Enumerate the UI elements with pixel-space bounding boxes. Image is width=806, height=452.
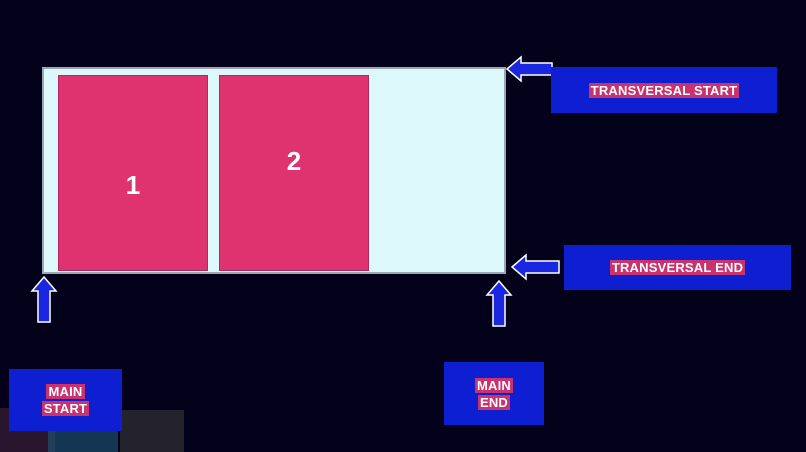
flex-item-2: 2 [219,75,369,271]
arrow-left-icon [511,253,560,281]
main-end-label: MAIN END [444,362,544,425]
background-block-decoration [120,410,184,452]
arrow-up-icon [485,280,513,327]
flex-container: 1 2 [42,67,506,274]
transversal-end-label: TRANSVERSAL END [564,245,791,290]
arrow-left-icon [506,55,553,83]
flex-item-1-label: 1 [125,169,141,200]
flex-item-2-label: 2 [286,145,302,176]
arrow-up-icon [30,276,58,323]
main-start-label: MAIN START [9,369,122,431]
flex-item-1: 1 [58,75,208,271]
transversal-start-label: TRANSVERSAL START [551,67,777,113]
